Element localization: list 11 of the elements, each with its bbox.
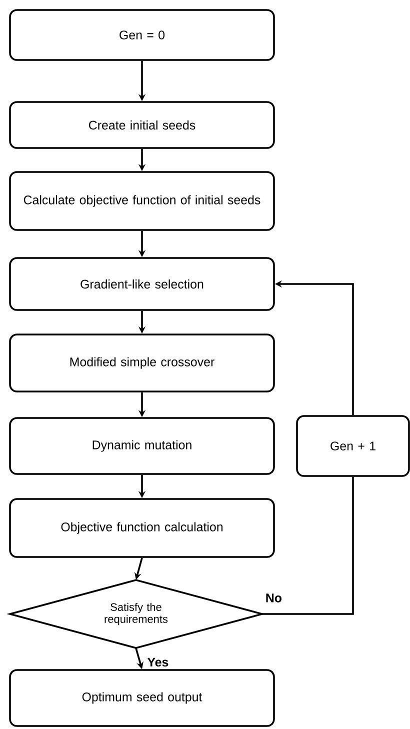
edge-label: No	[266, 594, 282, 602]
process-box: Create initial seeds	[9, 101, 275, 149]
process-box: Objective function calculation	[9, 498, 275, 558]
process-box: Optimum seed output	[9, 669, 275, 727]
process-box: Gradient-like selection	[9, 257, 275, 311]
edge-label: Yes	[147, 658, 168, 667]
process-box: Modified simple crossover	[9, 334, 275, 392]
process-box: Gen + 1	[296, 415, 410, 477]
process-box: Calculate objective function of initial seeds	[9, 171, 275, 231]
process-box: Dynamic mutation	[9, 417, 275, 475]
process-box: Gen = 0	[9, 9, 275, 61]
